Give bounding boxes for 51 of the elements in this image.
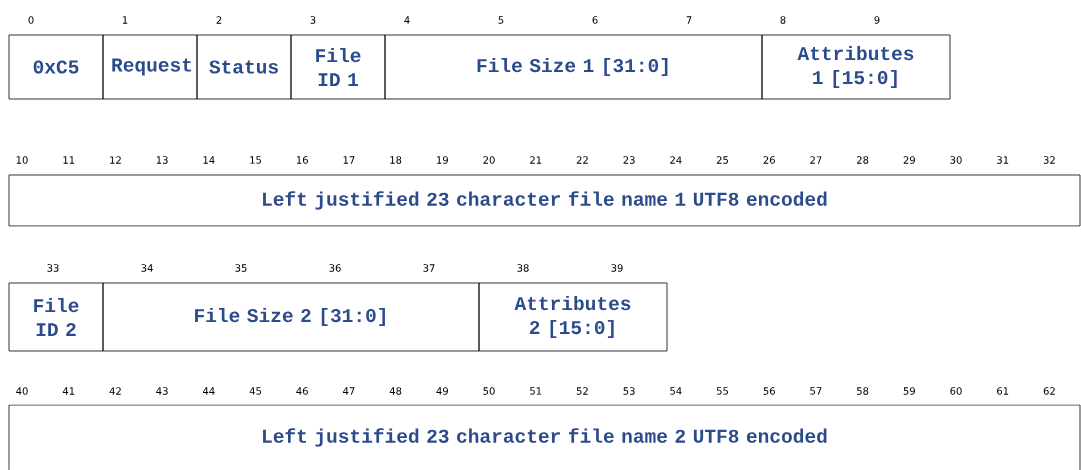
byte-number: 35	[235, 264, 247, 272]
byte-number: 19	[437, 156, 448, 164]
field-box: File Size 2 [31:0]	[102, 282, 480, 352]
field-box: Request	[102, 34, 198, 100]
field-box: Left justified 23 character file name 1 UTF8 encoded	[8, 174, 1081, 227]
byte-number: 34	[141, 264, 153, 272]
field-box: Attributes 1 [15:0]	[761, 34, 951, 100]
field-box: Left justified 23 character file name 2 UTF8 encoded	[8, 404, 1081, 470]
byte-number: 15	[250, 156, 261, 164]
byte-number: 14	[203, 156, 215, 164]
byte-number: 18	[390, 156, 402, 164]
byte-number: 36	[329, 264, 341, 272]
byte-number: 26	[763, 156, 775, 164]
byte-number: 30	[950, 156, 962, 164]
byte-number: 13	[156, 156, 168, 164]
byte-number: 8	[780, 16, 786, 24]
byte-number: 38	[517, 264, 529, 272]
field-box: File Size 1 [31:0]	[384, 34, 763, 100]
byte-number: 27	[810, 156, 822, 164]
byte-number: 22	[576, 156, 588, 164]
byte-number: 37	[423, 264, 435, 272]
byte-number: 20	[483, 156, 495, 164]
byte-number: 6	[592, 16, 598, 24]
byte-number: 39	[611, 264, 623, 272]
field-box: Attributes 2 [15:0]	[478, 282, 668, 352]
byte-number: 21	[530, 156, 542, 164]
byte-number: 33	[47, 264, 59, 272]
field-box: 0xC5	[8, 34, 104, 100]
byte-number: 32	[1043, 156, 1055, 164]
byte-number: 2	[216, 16, 222, 24]
byte-number: 28	[857, 156, 869, 164]
byte-number: 31	[997, 156, 1009, 164]
byte-number: 0	[28, 16, 34, 24]
byte-number: 16	[296, 156, 308, 164]
byte-number: 24	[670, 156, 682, 164]
byte-number: 11	[63, 156, 75, 164]
byte-number: 4	[404, 16, 410, 24]
byte-number: 12	[110, 156, 121, 164]
byte-number: 1	[122, 16, 128, 24]
field-box: File ID 1	[290, 34, 386, 100]
byte-number: 7	[686, 16, 692, 24]
byte-number: 3	[310, 16, 316, 24]
byte-number: 25	[716, 156, 728, 164]
byte-number: 9	[874, 16, 880, 24]
field-box: Status	[196, 34, 292, 100]
byte-number: 23	[623, 156, 635, 164]
byte-number: 17	[343, 156, 355, 164]
byte-number: 29	[903, 156, 915, 164]
field-box: File ID 2	[8, 282, 104, 352]
byte-number: 10	[16, 156, 28, 164]
byte-number: 5	[498, 16, 504, 24]
